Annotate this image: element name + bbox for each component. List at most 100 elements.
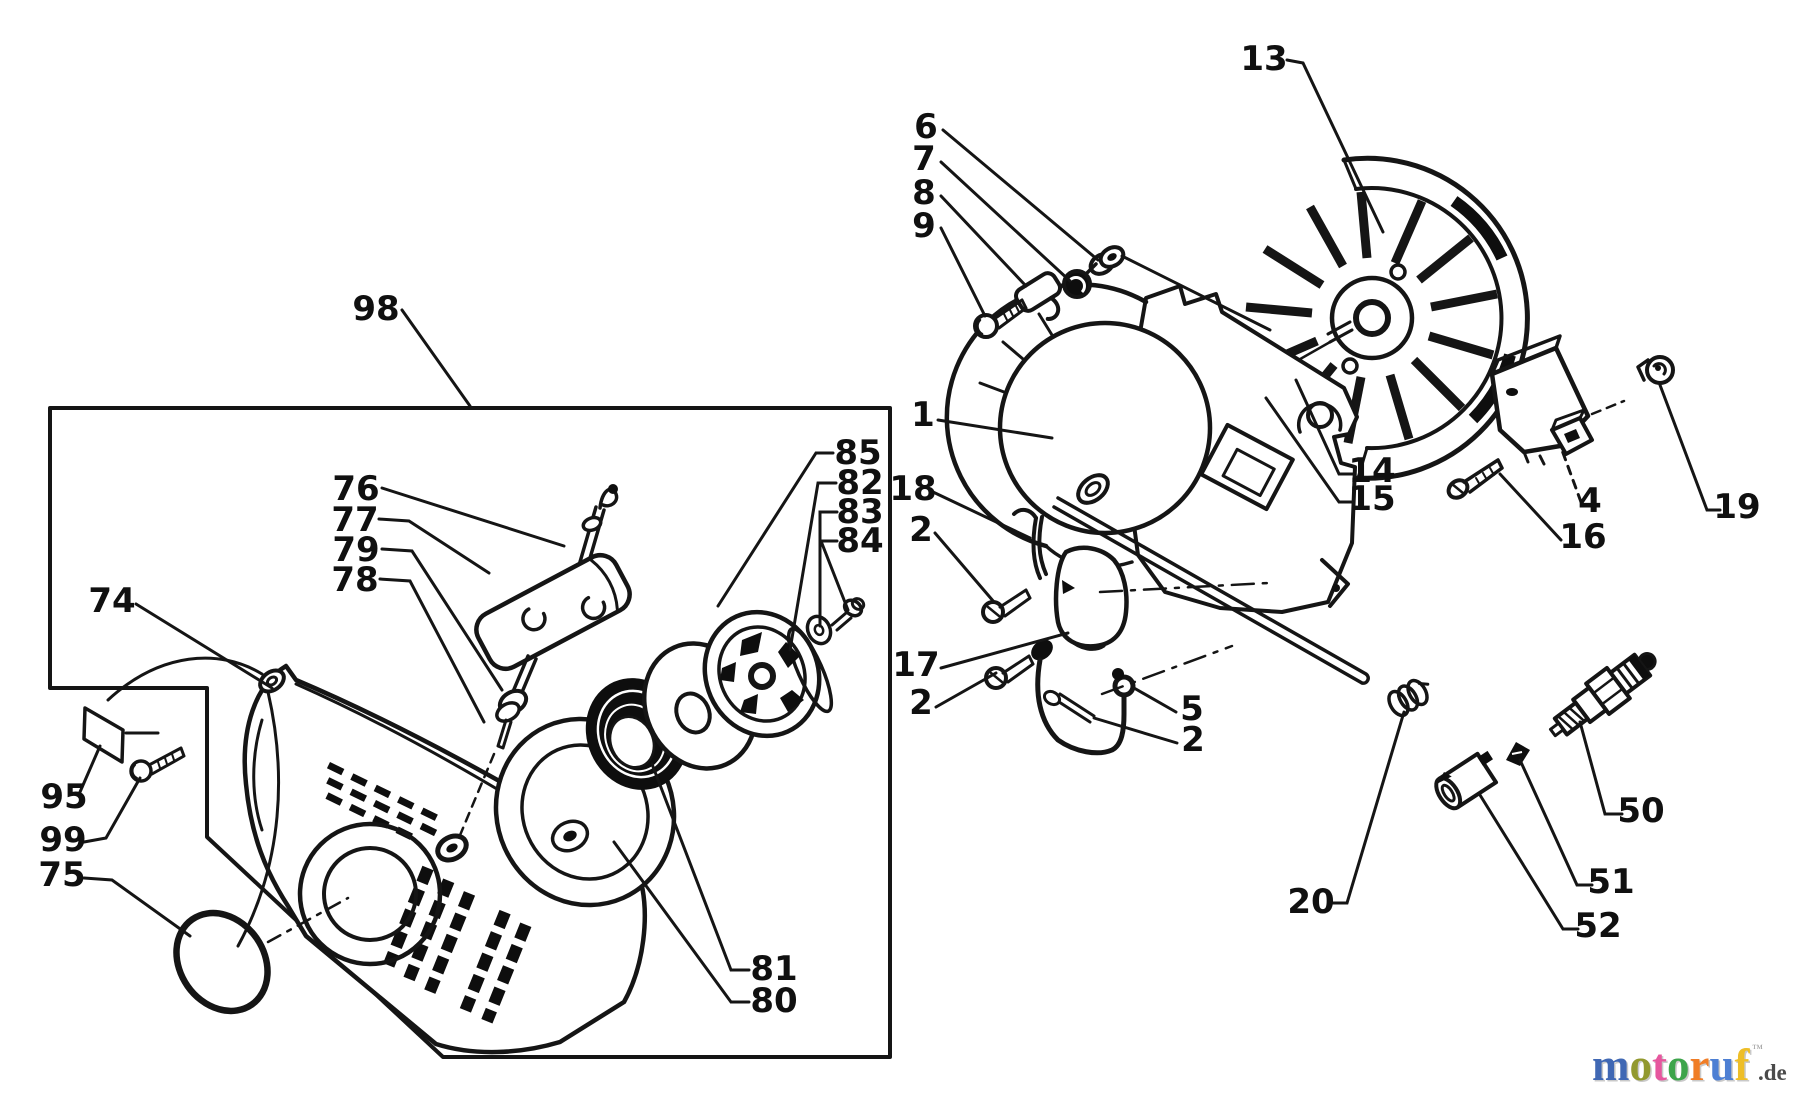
cover-bolt-lower bbox=[984, 654, 1035, 690]
starter-pawl bbox=[1014, 271, 1062, 321]
callout-84: 84 bbox=[818, 521, 884, 612]
wire-terminal bbox=[1112, 674, 1136, 698]
callout-label: 83 bbox=[836, 492, 883, 532]
pickup-sensor bbox=[1636, 355, 1675, 385]
callout-label: 16 bbox=[1559, 517, 1606, 557]
starter-handle-assembly bbox=[456, 484, 632, 842]
callout-81: 81 bbox=[650, 762, 798, 989]
callout-label: 5 bbox=[1180, 689, 1204, 729]
callout-label: 18 bbox=[889, 469, 936, 509]
callout-label: 82 bbox=[836, 463, 883, 503]
alignment-axes bbox=[1098, 581, 1270, 696]
stop-switch-group bbox=[1012, 507, 1136, 756]
brand-letter: o bbox=[1630, 1040, 1653, 1090]
callout-label: 20 bbox=[1287, 882, 1334, 922]
callout-label: 79 bbox=[332, 530, 379, 570]
callout-17: 17 bbox=[892, 631, 1070, 685]
rod-spring bbox=[1387, 678, 1430, 718]
trademark-mark: ™ bbox=[1752, 1043, 1763, 1055]
callout-6: 6 bbox=[914, 107, 1100, 262]
brand-letter: m bbox=[1592, 1040, 1630, 1090]
wire-clamp-screw bbox=[1042, 689, 1096, 724]
callout-label: 17 bbox=[892, 645, 939, 685]
cover-bolt-upper bbox=[981, 588, 1032, 624]
ignition-module bbox=[1489, 334, 1626, 466]
rod-eyelet bbox=[1076, 473, 1110, 505]
callout-label: 80 bbox=[750, 981, 797, 1021]
callout-75: 75 bbox=[38, 855, 192, 938]
rope-ring bbox=[173, 909, 271, 1015]
callout-82: 82 bbox=[788, 463, 884, 652]
callout-83: 83 bbox=[818, 492, 884, 628]
brand-shadow: motoruf bbox=[1594, 1042, 1752, 1092]
callout-label: 14 bbox=[1348, 451, 1395, 491]
kill-wire bbox=[1035, 657, 1127, 756]
callout-77: 77 bbox=[331, 500, 491, 575]
pawl-spring bbox=[1062, 262, 1098, 299]
pulley-recess-outer bbox=[297, 821, 443, 967]
callout-label: 81 bbox=[750, 949, 797, 989]
cover-cutout bbox=[1199, 422, 1295, 512]
callout-98: 98 bbox=[352, 289, 472, 408]
callout-5: 5 bbox=[1132, 686, 1204, 729]
callout-15: 15 bbox=[1264, 396, 1396, 519]
pulley-recess-inner bbox=[322, 846, 418, 942]
plug-gasket bbox=[1506, 742, 1530, 766]
callout-label: 13 bbox=[1240, 39, 1287, 79]
callout-label: 95 bbox=[40, 777, 87, 817]
callout-76: 76 bbox=[332, 469, 566, 548]
callout-8: 8 bbox=[912, 173, 1028, 288]
callout-label: 2 bbox=[1181, 720, 1205, 760]
callout-52: 52 bbox=[1478, 793, 1622, 946]
callout-18: 18 bbox=[889, 469, 1032, 540]
assembly-axis bbox=[266, 896, 350, 944]
brand-letter: u bbox=[1709, 1040, 1734, 1090]
callout-19: 19 bbox=[1658, 383, 1761, 527]
callout-label: 19 bbox=[1713, 487, 1760, 527]
callout-label: 2 bbox=[909, 683, 933, 723]
callout-label: 15 bbox=[1348, 479, 1395, 519]
callout-78: 78 bbox=[331, 560, 486, 724]
callout-99: 99 bbox=[39, 776, 142, 860]
fan-opening bbox=[997, 320, 1213, 536]
callout-2-upper: 2 bbox=[909, 510, 996, 604]
callout-label: 84 bbox=[836, 521, 883, 561]
starter-housing bbox=[242, 663, 647, 1055]
stop-switch bbox=[1053, 545, 1129, 649]
callout-9: 9 bbox=[912, 206, 987, 318]
switch-lead-wire bbox=[1031, 515, 1048, 580]
callout-label: 50 bbox=[1617, 791, 1664, 831]
callout-4: 4 bbox=[1557, 440, 1602, 521]
ratchet-washer bbox=[805, 614, 833, 646]
callout-label: 85 bbox=[834, 433, 881, 473]
brand-letter: o bbox=[1667, 1040, 1690, 1090]
callout-label: 51 bbox=[1587, 862, 1634, 902]
rope-grommet bbox=[258, 668, 286, 694]
callout-label: 6 bbox=[914, 107, 938, 147]
callout-label: 76 bbox=[332, 469, 379, 509]
callout-label: 8 bbox=[912, 173, 936, 213]
callout-20: 20 bbox=[1287, 710, 1406, 922]
retainer-clip bbox=[598, 487, 619, 510]
callout-label: 1 bbox=[911, 395, 935, 435]
spark-plug bbox=[1548, 651, 1657, 738]
ratchet-screw bbox=[830, 597, 866, 632]
handle-plate bbox=[474, 552, 632, 672]
callout-label: 9 bbox=[912, 206, 936, 246]
callout-50: 50 bbox=[1578, 720, 1665, 831]
callout-14: 14 bbox=[1294, 378, 1396, 491]
module-bolt bbox=[1446, 458, 1504, 500]
callout-74: 74 bbox=[88, 581, 274, 690]
plug-cap bbox=[1434, 750, 1499, 811]
fan-cover bbox=[944, 282, 1359, 614]
callout-95: 95 bbox=[40, 744, 102, 817]
callout-13: 13 bbox=[1240, 39, 1385, 234]
callout-80: 80 bbox=[612, 840, 798, 1021]
callout-label: 75 bbox=[38, 855, 85, 895]
label-plate bbox=[82, 706, 125, 764]
callout-16: 16 bbox=[1498, 472, 1607, 557]
rope-lower bbox=[236, 690, 281, 948]
cap-nut bbox=[1088, 245, 1126, 276]
callout-label: 2 bbox=[909, 510, 933, 550]
